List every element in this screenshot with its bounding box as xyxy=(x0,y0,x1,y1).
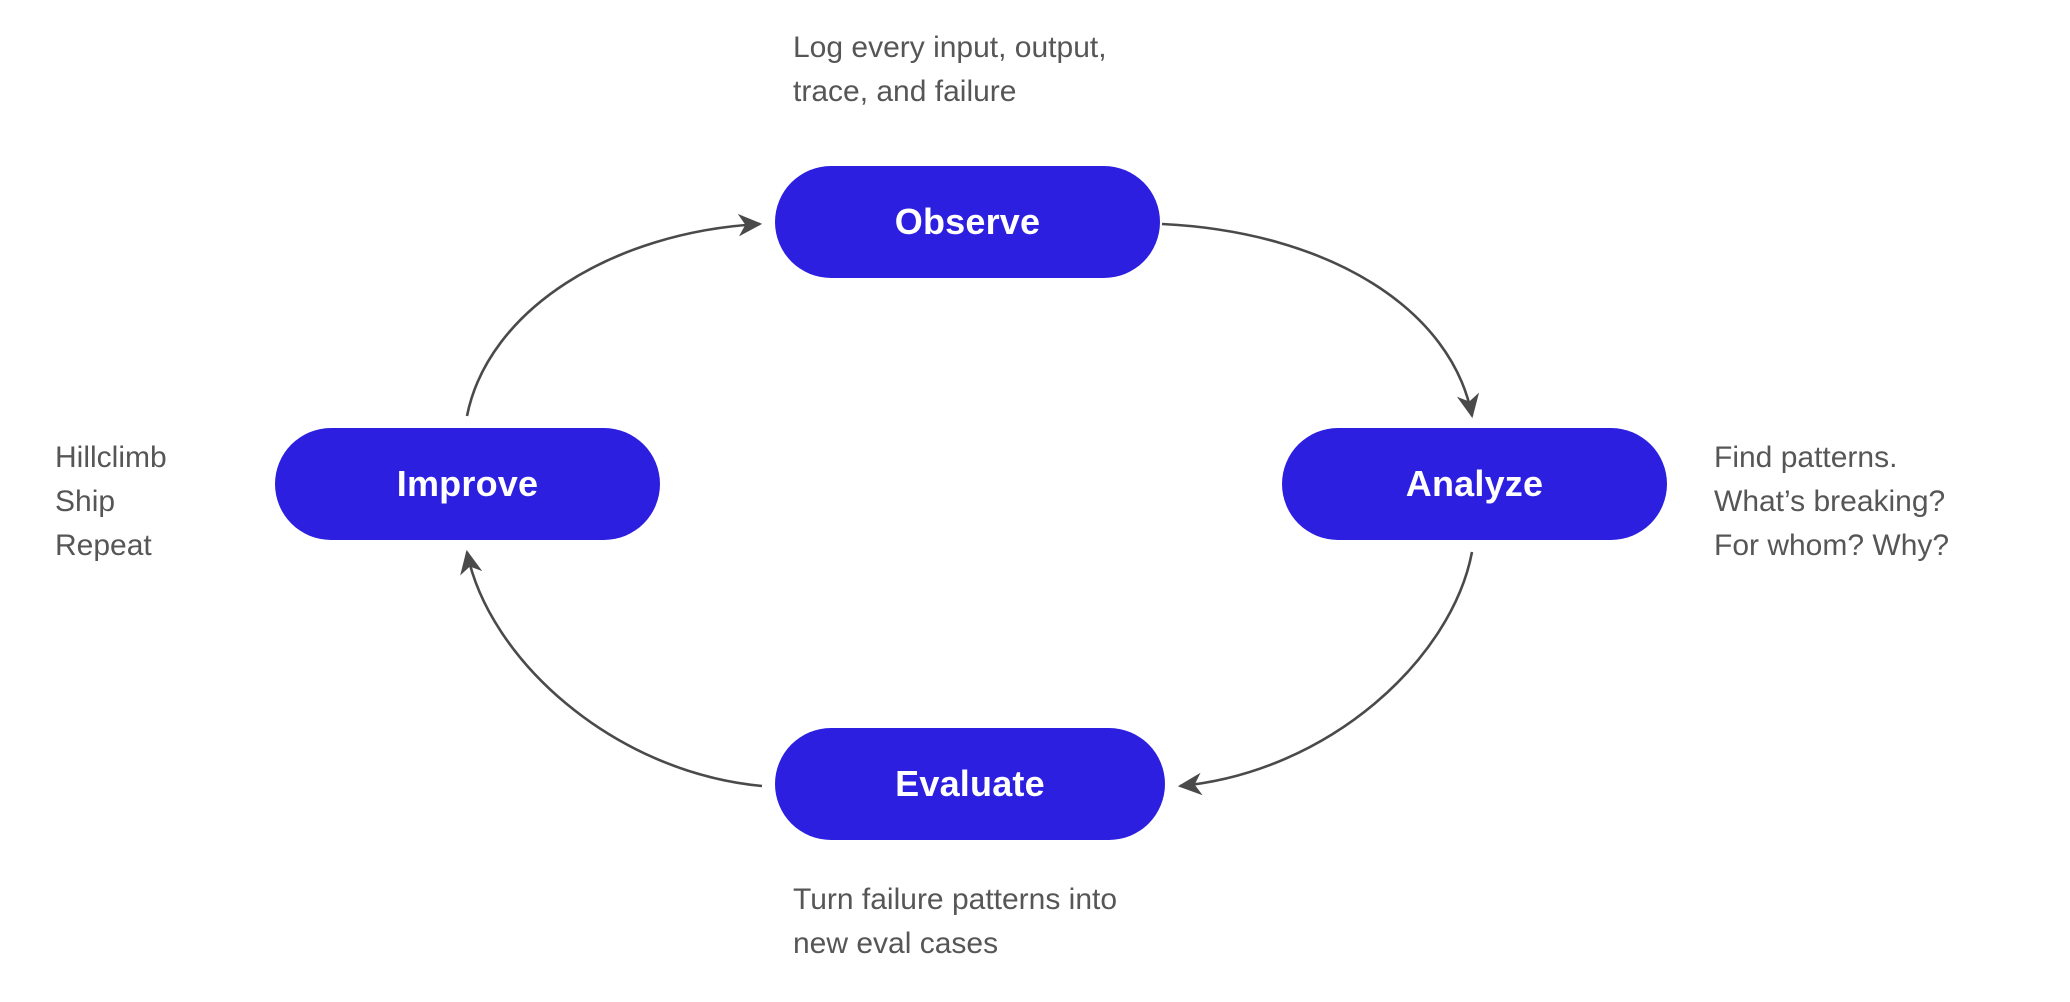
edge-evaluate-to-improve xyxy=(460,549,763,788)
node-analyze[interactable]: Analyze xyxy=(1282,428,1667,540)
note-improve: Hillclimb Ship Repeat xyxy=(55,441,167,562)
edge-observe-to-analyze xyxy=(1161,222,1480,419)
node-analyze-label: Analyze xyxy=(1405,463,1544,504)
edge-improve-to-observe xyxy=(465,213,763,417)
node-observe-label: Observe xyxy=(894,201,1041,242)
node-improve-label: Improve xyxy=(396,463,539,504)
edge-analyze-to-evaluate xyxy=(1177,551,1474,796)
node-evaluate-label: Evaluate xyxy=(895,763,1045,804)
node-evaluate[interactable]: Evaluate xyxy=(775,728,1165,840)
note-evaluate: Turn failure patterns into new eval case… xyxy=(793,883,1118,960)
node-improve[interactable]: Improve xyxy=(275,428,660,540)
note-observe: Log every input, output, trace, and fail… xyxy=(793,31,1107,108)
note-analyze: Find patterns. What’s breaking? For whom… xyxy=(1714,441,1950,562)
node-observe[interactable]: Observe xyxy=(775,166,1160,278)
